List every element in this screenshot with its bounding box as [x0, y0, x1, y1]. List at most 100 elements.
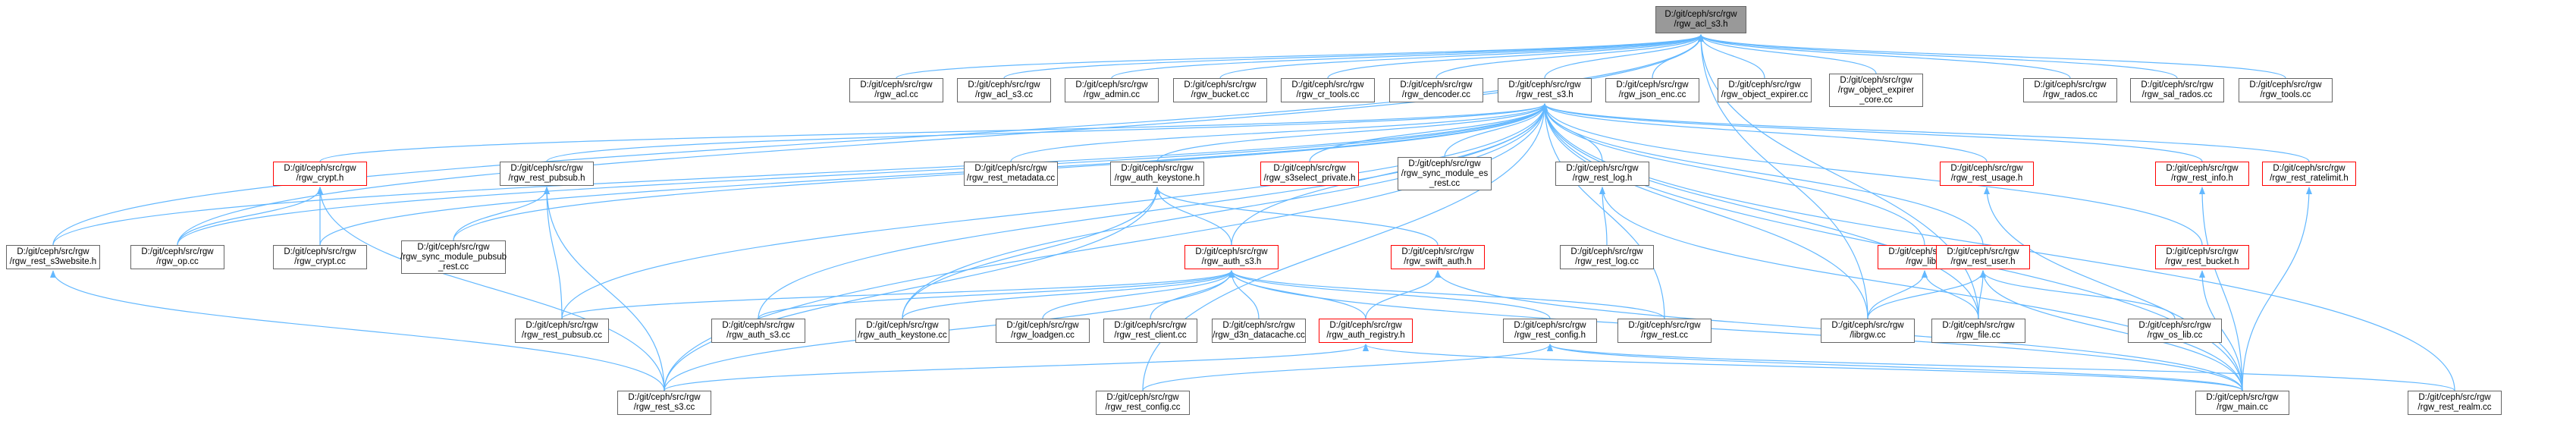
node-label-line: D:/git/ceph/src/rgw — [417, 242, 490, 252]
edge-librgw-cc-to-rgw-rest-user-h — [1867, 270, 1986, 319]
node-rgw-auth-s3-cc[interactable]: D:/git/ceph/src/rgw/rgw_auth_s3.cc — [711, 319, 805, 343]
node-label-line: /rgw_auth_keystone.h — [1114, 174, 1200, 183]
node-rgw-op-cc[interactable]: D:/git/ceph/src/rgw/rgw_op.cc — [130, 245, 224, 269]
edge-rgw-rest-usage-h-to-rgw-rest-s3-h — [1542, 103, 1988, 162]
edge-rgw-main-cc-to-rgw-rest-log-h — [1599, 187, 2243, 391]
node-rgw-file-cc[interactable]: D:/git/ceph/src/rgw/rgw_file.cc — [1931, 319, 2025, 343]
node-rgw-rest-realm-cc[interactable]: D:/git/ceph/src/rgw/rgw_rest_realm.cc — [2408, 391, 2502, 415]
node-rgw-rest-user-h[interactable]: D:/git/ceph/src/rgw/rgw_rest_user.h — [1936, 245, 2030, 269]
node-rgw-rest-s3-cc[interactable]: D:/git/ceph/src/rgw/rgw_rest_s3.cc — [617, 391, 711, 415]
node-rgw-rest-cc[interactable]: D:/git/ceph/src/rgw/rgw_rest.cc — [1617, 319, 1712, 343]
edge-rgw-rados-cc-to-root — [1698, 34, 2071, 79]
edge-rgw-rest-cc-to-rgw-rest-s3-h — [1542, 103, 1665, 319]
node-label-line: D:/git/ceph/src/rgw — [1106, 393, 1179, 402]
node-rgw-object-expirer-cc[interactable]: D:/git/ceph/src/rgw/rgw_object_expirer.c… — [1718, 78, 1812, 102]
edge-rgw-main-cc-to-rgw-rest-info-h — [2199, 187, 2243, 391]
node-label-line: /rgw_rest_user.h — [1950, 257, 2016, 266]
node-rgw-crypt-h[interactable]: D:/git/ceph/src/rgw/rgw_crypt.h — [273, 162, 367, 186]
node-label-line: D:/git/ceph/src/rgw — [1508, 80, 1581, 90]
node-rgw-bucket-cc[interactable]: D:/git/ceph/src/rgw/rgw_bucket.cc — [1173, 78, 1267, 102]
edge-rgw-main-cc-to-rgw-rest-user-h — [1980, 270, 2243, 391]
edge-rgw-rest-ratelimit-h-to-rgw-rest-s3-h — [1542, 103, 2310, 162]
node-rgw-main-cc[interactable]: D:/git/ceph/src/rgw/rgw_main.cc — [2195, 391, 2289, 415]
edge-rgw-cr-tools-cc-to-root — [1327, 34, 1704, 79]
node-rgw-object-expirer-core-cc[interactable]: D:/git/ceph/src/rgw/rgw_object_expirer_c… — [1829, 74, 1923, 107]
node-label-line: D:/git/ceph/src/rgw — [17, 247, 89, 256]
node-label-line: /rgw_dencoder.cc — [1401, 90, 1471, 99]
node-rgw-loadgen-cc[interactable]: D:/git/ceph/src/rgw/rgw_loadgen.cc — [996, 319, 1090, 343]
node-rgw-rest-info-h[interactable]: D:/git/ceph/src/rgw/rgw_rest_info.h — [2155, 162, 2249, 186]
node-label-line: /rgw_os_lib.cc — [2147, 331, 2203, 340]
node-label-line: /rgw_sync_module_es — [1401, 168, 1489, 178]
node-rgw-cr-tools-cc[interactable]: D:/git/ceph/src/rgw/rgw_cr_tools.cc — [1281, 78, 1375, 102]
node-label-line: /rgw_rest_usage.h — [1950, 174, 2023, 183]
edge-rgw-rest-cc-to-rgw-auth-s3-h — [1228, 270, 1665, 319]
node-rgw-rest-usage-h[interactable]: D:/git/ceph/src/rgw/rgw_rest_usage.h — [1940, 162, 2034, 186]
node-rgw-os-lib-cc[interactable]: D:/git/ceph/src/rgw/rgw_os_lib.cc — [2128, 319, 2222, 343]
node-rgw-rest-config-cc[interactable]: D:/git/ceph/src/rgw/rgw_rest_config.cc — [1096, 391, 1190, 415]
node-rgw-auth-s3-h[interactable]: D:/git/ceph/src/rgw/rgw_auth_s3.h — [1184, 245, 1279, 269]
node-rgw-rest-s3website-h[interactable]: D:/git/ceph/src/rgw/rgw_rest_s3website.h — [6, 245, 100, 269]
node-label-line: /rgw_rest_config.cc — [1105, 403, 1181, 412]
node-rgw-swift-auth-h[interactable]: D:/git/ceph/src/rgw/rgw_swift_auth.h — [1391, 245, 1485, 269]
node-root[interactable]: D:/git/ceph/src/rgw/rgw_acl_s3.h — [1655, 6, 1746, 33]
node-label-line: _rest.cc — [438, 262, 469, 272]
node-label-line: /rgw_bucket.cc — [1191, 90, 1250, 99]
node-rgw-auth-keystone-h[interactable]: D:/git/ceph/src/rgw/rgw_auth_keystone.h — [1110, 162, 1204, 186]
edge-rgw-file-cc-to-rgw-rest-s3-h — [1542, 103, 1979, 319]
node-rgw-rest-pubsub-h[interactable]: D:/git/ceph/src/rgw/rgw_rest_pubsub.h — [500, 162, 594, 186]
node-rgw-admin-cc[interactable]: D:/git/ceph/src/rgw/rgw_admin.cc — [1065, 78, 1159, 102]
node-rgw-acl-s3-cc[interactable]: D:/git/ceph/src/rgw/rgw_acl_s3.cc — [957, 78, 1051, 102]
node-rgw-auth-registry-h[interactable]: D:/git/ceph/src/rgw/rgw_auth_registry.h — [1319, 319, 1413, 343]
node-label-line: /rgw_acl_s3.h — [1674, 20, 1728, 29]
node-rgw-sync-module-pubsub-rest-cc[interactable]: D:/git/ceph/src/rgw/rgw_sync_module_pubs… — [400, 240, 507, 274]
edge-rgw-auth-s3-h-to-rgw-auth-keystone-h — [1154, 187, 1232, 246]
node-label-line: D:/git/ceph/src/rgw — [1570, 247, 1643, 256]
edge-rgw-rest-config-h-to-rgw-auth-s3-h — [1228, 270, 1551, 319]
node-label-line: D:/git/ceph/src/rgw — [284, 247, 356, 256]
node-label-line: D:/git/ceph/src/rgw — [1075, 80, 1148, 90]
edge-librgw-cc-to-rgw-lib-h — [1867, 270, 1928, 319]
node-rgw-rest-client-cc[interactable]: D:/git/ceph/src/rgw/rgw_rest_client.cc — [1103, 319, 1197, 343]
node-label-line: D:/git/ceph/src/rgw — [1400, 80, 1473, 90]
edge-rgw-main-cc-to-rgw-rest-bucket-h — [2199, 270, 2243, 391]
node-rgw-dencoder-cc[interactable]: D:/git/ceph/src/rgw/rgw_dencoder.cc — [1389, 78, 1483, 102]
node-rgw-rest-s3-h[interactable]: D:/git/ceph/src/rgw/rgw_rest_s3.h — [1498, 78, 1592, 102]
node-label-line: D:/git/ceph/src/rgw — [1273, 164, 1346, 173]
node-rgw-rest-ratelimit-h[interactable]: D:/git/ceph/src/rgw/rgw_rest_ratelimit.h — [2262, 162, 2356, 186]
node-label-line: D:/git/ceph/src/rgw — [1329, 321, 1402, 330]
node-rgw-rest-pubsub-cc[interactable]: D:/git/ceph/src/rgw/rgw_rest_pubsub.cc — [515, 319, 609, 343]
node-rgw-rest-metadata-cc[interactable]: D:/git/ceph/src/rgw/rgw_rest_metadata.cc — [964, 162, 1058, 186]
node-label-line: D:/git/ceph/src/rgw — [2273, 164, 2345, 173]
edge-rgw-crypt-cc-to-rgw-rest-s3-h — [319, 103, 1548, 246]
node-rgw-rest-log-h[interactable]: D:/git/ceph/src/rgw/rgw_rest_log.h — [1555, 162, 1649, 186]
node-rgw-rest-config-h[interactable]: D:/git/ceph/src/rgw/rgw_rest_config.h — [1503, 319, 1597, 343]
node-label-line: /rgw_tools.cc — [2260, 90, 2311, 99]
node-label-line: D:/git/ceph/src/rgw — [1566, 164, 1639, 173]
node-rgw-rest-log-cc[interactable]: D:/git/ceph/src/rgw/rgw_rest_log.cc — [1560, 245, 1654, 269]
node-label-line: D:/git/ceph/src/rgw — [1840, 75, 1912, 85]
node-label-line: /rgw_lib.h — [1906, 257, 1944, 266]
node-rgw-sync-module-es-rest-cc[interactable]: D:/git/ceph/src/rgw/rgw_sync_module_es_r… — [1398, 157, 1492, 190]
node-rgw-json-enc-cc[interactable]: D:/git/ceph/src/rgw/rgw_json_enc.cc — [1605, 78, 1699, 102]
node-rgw-crypt-cc[interactable]: D:/git/ceph/src/rgw/rgw_crypt.cc — [273, 245, 367, 269]
edge-rgw-sync-module-pubsub-rest-cc-to-rgw-rest-pubsub-h — [453, 187, 550, 241]
node-rgw-rest-bucket-h[interactable]: D:/git/ceph/src/rgw/rgw_rest_bucket.h — [2155, 245, 2249, 269]
edge-rgw-main-cc-to-rgw-auth-s3-h — [1228, 270, 2243, 391]
node-rgw-tools-cc[interactable]: D:/git/ceph/src/rgw/rgw_tools.cc — [2239, 78, 2333, 102]
node-label-line: /rgw_sync_module_pubsub — [400, 252, 507, 262]
edge-rgw-admin-cc-to-root — [1111, 34, 1704, 79]
node-label-line: /rgw_crypt.cc — [294, 257, 346, 266]
node-rgw-d3n-datacache-cc[interactable]: D:/git/ceph/src/rgw/rgw_d3n_datacache.cc — [1212, 319, 1306, 343]
node-rgw-acl-cc[interactable]: D:/git/ceph/src/rgw/rgw_acl.cc — [849, 78, 943, 102]
node-rgw-sal-rados-cc[interactable]: D:/git/ceph/src/rgw/rgw_sal_rados.cc — [2130, 78, 2224, 102]
node-label-line: D:/git/ceph/src/rgw — [526, 321, 598, 330]
edge-rgw-rest-pubsub-cc-to-rgw-auth-s3-h — [561, 270, 1235, 319]
node-librgw-cc[interactable]: D:/git/ceph/src/rgw/librgw.cc — [1821, 319, 1915, 343]
node-rgw-rados-cc[interactable]: D:/git/ceph/src/rgw/rgw_rados.cc — [2023, 78, 2117, 102]
node-label-line: D:/git/ceph/src/rgw — [628, 393, 701, 402]
edge-rgw-sal-rados-cc-to-root — [1698, 34, 2178, 79]
node-rgw-s3select-private-h[interactable]: D:/git/ceph/src/rgw/rgw_s3select_private… — [1260, 162, 1359, 186]
node-rgw-auth-keystone-cc[interactable]: D:/git/ceph/src/rgw/rgw_auth_keystone.cc — [855, 319, 949, 343]
edge-rgw-rest-s3-cc-to-rgw-rest-pubsub-h — [544, 187, 665, 391]
